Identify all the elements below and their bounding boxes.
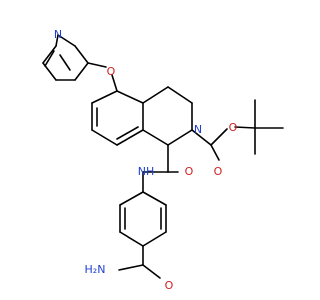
atom-label-h2n: H₂N xyxy=(85,263,106,276)
bond xyxy=(55,34,59,47)
bond xyxy=(116,126,139,140)
bond xyxy=(111,74,118,92)
bond xyxy=(167,86,193,104)
bond xyxy=(191,129,212,146)
bond xyxy=(91,129,118,146)
atom-label-o: O xyxy=(229,121,238,134)
bond xyxy=(142,129,169,146)
atom-label-n: N xyxy=(54,28,62,41)
bond xyxy=(167,129,193,146)
structure-svg: N O N O O NH O H₂N O xyxy=(42,28,284,292)
atom-label-o: O xyxy=(107,65,116,78)
bond xyxy=(91,90,118,104)
atom-label-layer: N O N O O NH O H₂N O xyxy=(54,28,238,292)
bond xyxy=(142,264,161,279)
bond xyxy=(44,50,55,67)
atom-label-o: O xyxy=(165,279,174,292)
bond-layer xyxy=(42,34,284,279)
bond xyxy=(119,191,144,206)
bond xyxy=(74,62,89,81)
bond xyxy=(142,231,167,247)
bond xyxy=(142,191,167,206)
bond xyxy=(118,264,144,271)
bond xyxy=(119,231,144,247)
bond xyxy=(74,45,89,64)
bond xyxy=(210,128,228,146)
atom-label-n: N xyxy=(194,123,202,136)
bond xyxy=(210,144,220,161)
bond xyxy=(57,34,76,47)
bond xyxy=(142,86,169,104)
bond xyxy=(59,54,71,71)
molecule-diagram: N O N O O NH O H₂N O xyxy=(42,28,284,292)
bond xyxy=(87,62,107,68)
bond xyxy=(42,45,57,64)
bond xyxy=(116,129,144,146)
atom-label-o: O xyxy=(214,165,223,178)
bond xyxy=(234,126,256,129)
bond xyxy=(116,90,144,104)
atom-label-nh: NH xyxy=(138,165,155,178)
atom-label-o: O xyxy=(185,165,194,178)
